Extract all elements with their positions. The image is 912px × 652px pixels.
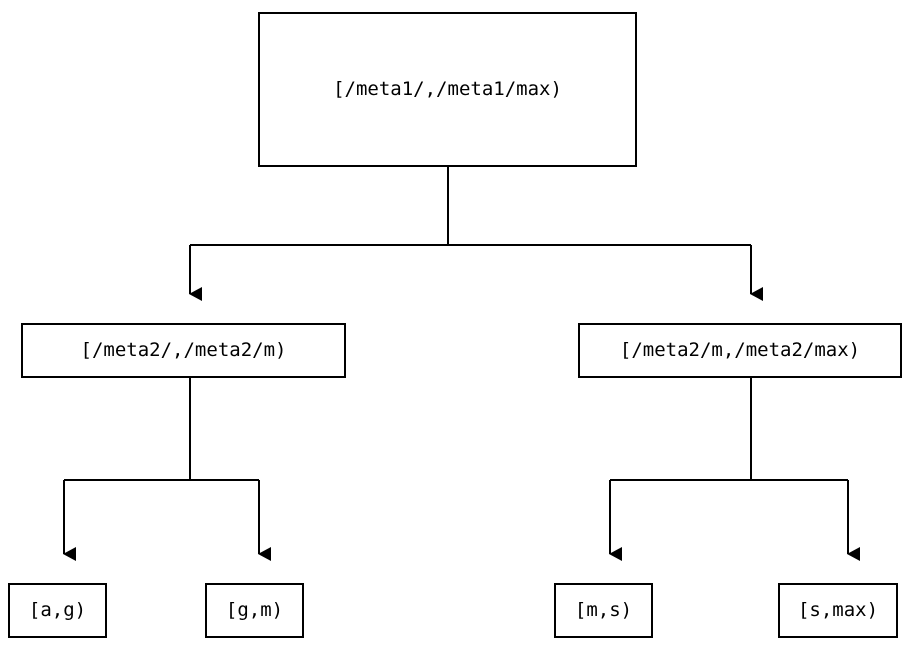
node-leaf-1[interactable]: [a,g) xyxy=(8,583,107,638)
node-leaf-1-label: [a,g) xyxy=(28,599,87,621)
edge-mid-left-to-leaves xyxy=(63,378,271,561)
node-leaf-3-label: [m,s) xyxy=(574,599,633,621)
node-mid-right[interactable]: [/meta2/m,/meta2/max) xyxy=(578,323,902,378)
node-mid-right-label: [/meta2/m,/meta2/max) xyxy=(619,339,861,361)
node-mid-left[interactable]: [/meta2/,/meta2/m) xyxy=(21,323,346,378)
node-mid-left-label: [/meta2/,/meta2/m) xyxy=(80,339,287,361)
node-leaf-3[interactable]: [m,s) xyxy=(554,583,653,638)
node-root[interactable]: [/meta1/,/meta1/max) xyxy=(258,12,637,167)
edge-mid-right-to-leaves xyxy=(609,378,860,561)
node-leaf-2-label: [g,m) xyxy=(225,599,284,621)
edge-root-to-children xyxy=(189,167,763,301)
node-root-label: [/meta1/,/meta1/max) xyxy=(333,78,562,100)
node-leaf-4-label: [s,max) xyxy=(797,599,879,621)
node-leaf-2[interactable]: [g,m) xyxy=(205,583,304,638)
node-leaf-4[interactable]: [s,max) xyxy=(778,583,898,638)
